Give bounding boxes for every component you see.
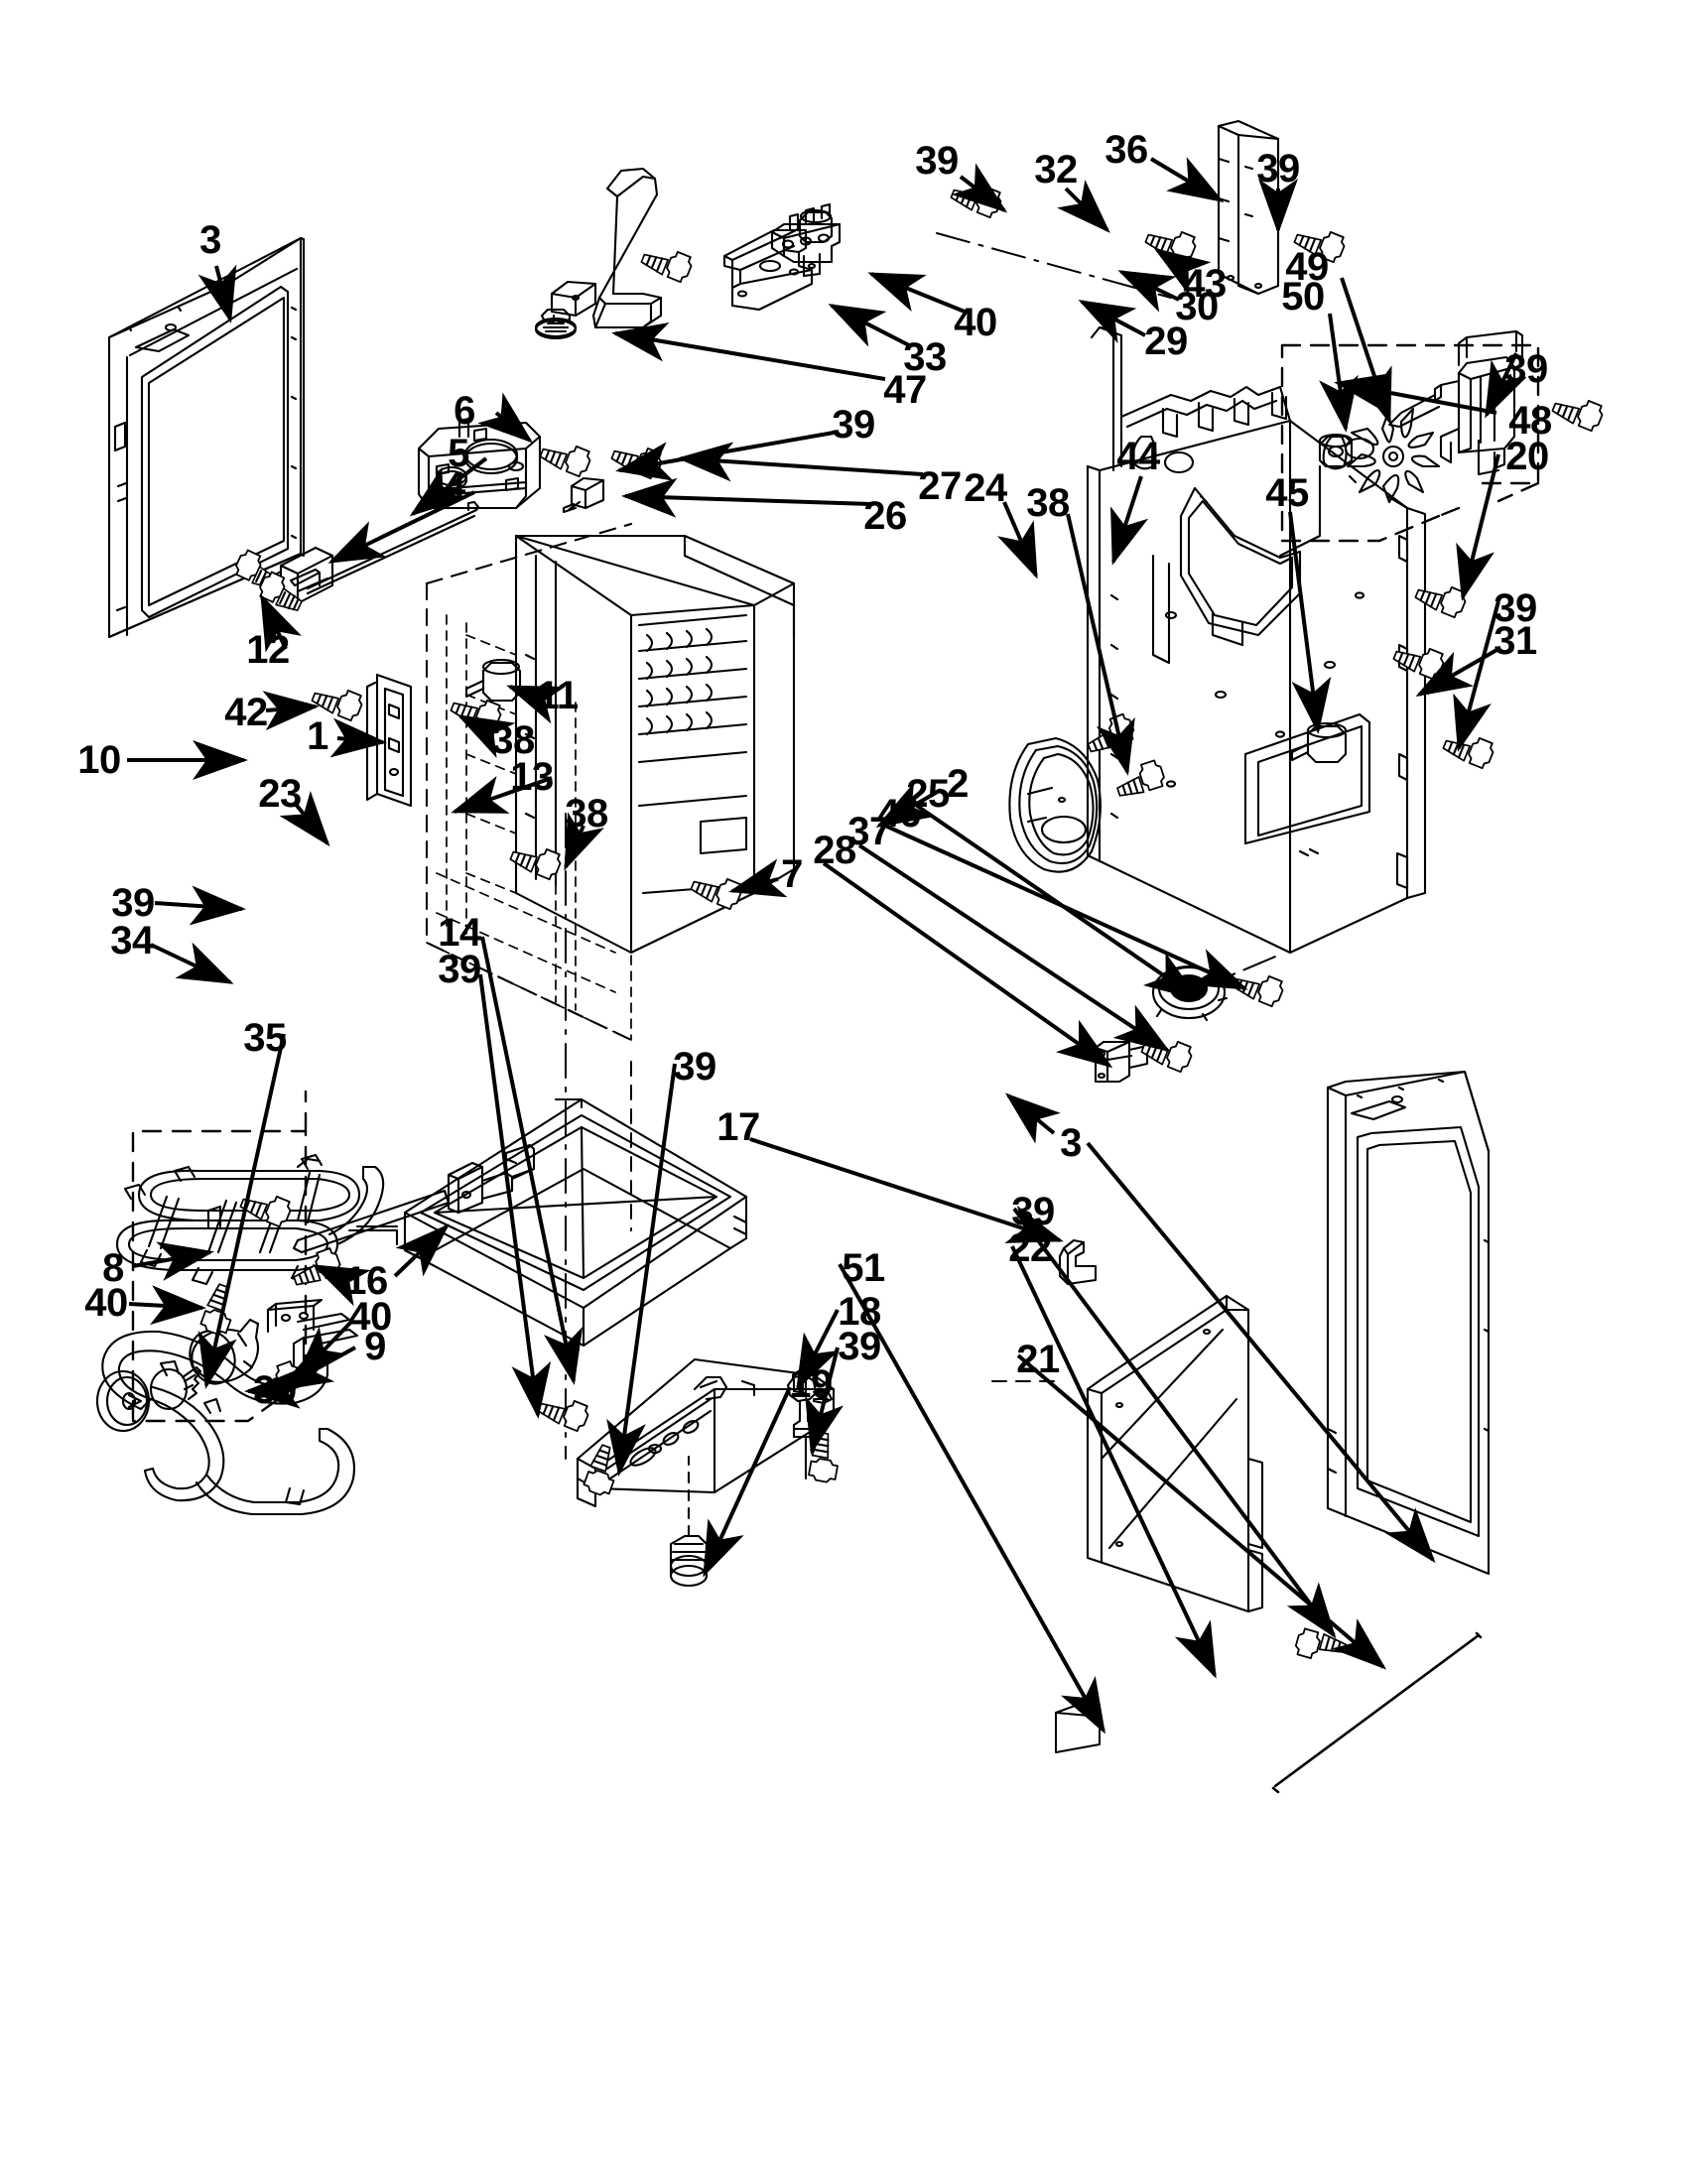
callout-wire-bushing[interactable]: 46 bbox=[877, 792, 921, 835]
rear-panel-assembly bbox=[1086, 325, 1427, 955]
callout-screw[interactable]: 39 bbox=[438, 948, 481, 991]
callout-screw[interactable]: 39 bbox=[111, 881, 155, 925]
callout-oven-bottom-pan[interactable]: 16 bbox=[344, 1259, 388, 1303]
callout-rack-guide-stud[interactable]: 45 bbox=[1265, 471, 1309, 515]
callout-oven-door-outer-panel-left[interactable]: 3 bbox=[199, 218, 221, 262]
callout-screw-cavity[interactable]: 38 bbox=[565, 792, 608, 835]
callout-screw[interactable]: 39 bbox=[1493, 586, 1537, 630]
centerlines bbox=[565, 232, 1281, 1460]
callout-oven-door-outer-panel-right[interactable]: 3 bbox=[1060, 1121, 1082, 1165]
callout-screw[interactable]: 39 bbox=[1504, 347, 1548, 391]
callout-bake-element[interactable]: 9 bbox=[364, 1325, 386, 1368]
callout-grommet[interactable]: 25 bbox=[906, 772, 950, 816]
callout-screw-element[interactable]: 40 bbox=[348, 1295, 392, 1339]
callout-terminal-block[interactable]: 30 bbox=[1175, 285, 1219, 328]
callout-clip[interactable]: 17 bbox=[716, 1105, 760, 1149]
oven-light-socket bbox=[292, 1143, 536, 1254]
callout-leveling-leg-bracket[interactable]: 33 bbox=[903, 335, 947, 379]
callout-oven-light-bulb[interactable]: 35 bbox=[243, 1016, 287, 1060]
callout-terminal-block-bracket[interactable]: 29 bbox=[1144, 320, 1188, 363]
spacer-bushing bbox=[778, 208, 834, 244]
terminal-block-bracket bbox=[722, 228, 814, 312]
callout-drawer-slide-rail[interactable]: 18 bbox=[838, 1290, 881, 1334]
callout-terminal-block-cover[interactable]: 36 bbox=[1104, 128, 1148, 172]
callout-spacer-bushing[interactable]: 32 bbox=[1034, 148, 1078, 192]
callout-oven-light-socket-assembly[interactable]: 23 bbox=[258, 772, 302, 816]
callout-lock-rod[interactable]: 5 bbox=[448, 432, 469, 475]
oven-bottom-pan bbox=[403, 1097, 748, 1348]
callout-screw-blower[interactable]: 20 bbox=[1505, 435, 1549, 478]
callout-cavity-spacer[interactable]: 11 bbox=[537, 674, 579, 717]
callout-right-side-panel[interactable]: 22 bbox=[1008, 1226, 1052, 1270]
callout-screw[interactable]: 39 bbox=[1256, 147, 1300, 191]
callout-oven-cavity-liner[interactable]: 13 bbox=[510, 755, 554, 799]
terminal-block bbox=[770, 202, 842, 278]
callout-screw-ground[interactable]: 37 bbox=[847, 810, 891, 853]
callout-drawer-roller[interactable]: 19 bbox=[789, 1362, 833, 1406]
oven-light-cover bbox=[95, 1369, 151, 1433]
callout-screw[interactable]: 39 bbox=[673, 1045, 716, 1089]
callout-door-hinge-receiver[interactable]: 1 bbox=[307, 714, 328, 758]
trim-rod bbox=[1271, 1631, 1483, 1794]
callout-screw[interactable]: 39 bbox=[915, 139, 959, 183]
callout-vent-duct-trim[interactable]: 24 bbox=[964, 466, 1007, 510]
callout-screw-element[interactable]: 40 bbox=[84, 1281, 128, 1325]
callout-cooling-fan-motor-assembly[interactable]: 49 bbox=[1285, 245, 1329, 289]
callout-screw-leveling-leg[interactable]: 40 bbox=[954, 301, 997, 344]
callout-left-side-panel[interactable]: 10 bbox=[77, 738, 121, 782]
oven-light-dashed bbox=[131, 1090, 308, 1423]
callout-screw-cavity-rear[interactable]: 7 bbox=[781, 852, 803, 896]
oven-cavity bbox=[425, 522, 633, 1042]
callout-lock-striker[interactable]: 4 bbox=[444, 464, 465, 508]
callout-screw-hinge-receiver[interactable]: 42 bbox=[224, 691, 268, 734]
cavity-spacer bbox=[464, 658, 522, 703]
oven-door-right bbox=[1326, 1070, 1491, 1576]
callout-ground-bracket[interactable]: 28 bbox=[813, 829, 856, 872]
callout-insulation-pad[interactable]: 51 bbox=[842, 1246, 885, 1290]
blower-assembly-dashed-box bbox=[1280, 343, 1540, 543]
callout-screw[interactable]: 39 bbox=[1011, 1190, 1055, 1233]
callout-screw[interactable]: 39 bbox=[838, 1325, 881, 1368]
fan-motor bbox=[1387, 329, 1524, 476]
callout-broil-element[interactable]: 8 bbox=[102, 1246, 124, 1290]
callout-screw-cavity[interactable]: 38 bbox=[491, 718, 535, 762]
callout-screw-door-switch[interactable]: 27 bbox=[918, 464, 962, 508]
leader-lines bbox=[127, 157, 1527, 1734]
vent-duct-trim bbox=[1008, 736, 1102, 873]
door-switch bbox=[562, 476, 605, 514]
oven-cavity-hidden bbox=[426, 614, 632, 1041]
oven-cavity-solid bbox=[514, 534, 796, 955]
callout-screw-terminal-block[interactable]: 43 bbox=[1183, 262, 1227, 306]
callout-blower-assembly[interactable]: 48 bbox=[1508, 399, 1552, 443]
callout-trim-rod[interactable]: 21 bbox=[1016, 1338, 1060, 1381]
drawer-roller bbox=[669, 1455, 709, 1588]
callout-screw-cavity[interactable]: 38 bbox=[1026, 481, 1070, 525]
callout-oven-cavity-assembly[interactable]: 2 bbox=[947, 762, 969, 806]
callout-leveling-leg-foot[interactable]: 47 bbox=[883, 368, 927, 412]
bake-element bbox=[101, 1298, 359, 1516]
callout-rear-chassis-bracket[interactable]: 44 bbox=[1116, 435, 1160, 478]
callout-screw-striker[interactable]: 12 bbox=[246, 628, 290, 672]
callout-rear-panel[interactable]: 31 bbox=[1493, 619, 1537, 663]
oven-light-bulb bbox=[149, 1365, 202, 1411]
right-side-panel bbox=[1086, 1294, 1264, 1613]
callout-fan-bushing[interactable]: 50 bbox=[1281, 275, 1325, 319]
callout-screw[interactable]: 39 bbox=[253, 1368, 297, 1412]
callout-door-lock-motor-assembly[interactable]: 6 bbox=[454, 389, 475, 433]
callout-screw[interactable]: 39 bbox=[832, 403, 875, 447]
callout-anti-tip-fastener[interactable]: 14 bbox=[438, 911, 481, 955]
leveling-leg bbox=[534, 167, 663, 340]
cooling-fan-blade bbox=[1346, 407, 1441, 504]
callout-oven-light-assembly[interactable]: 34 bbox=[110, 919, 154, 963]
callout-door-switch[interactable]: 26 bbox=[863, 494, 907, 538]
